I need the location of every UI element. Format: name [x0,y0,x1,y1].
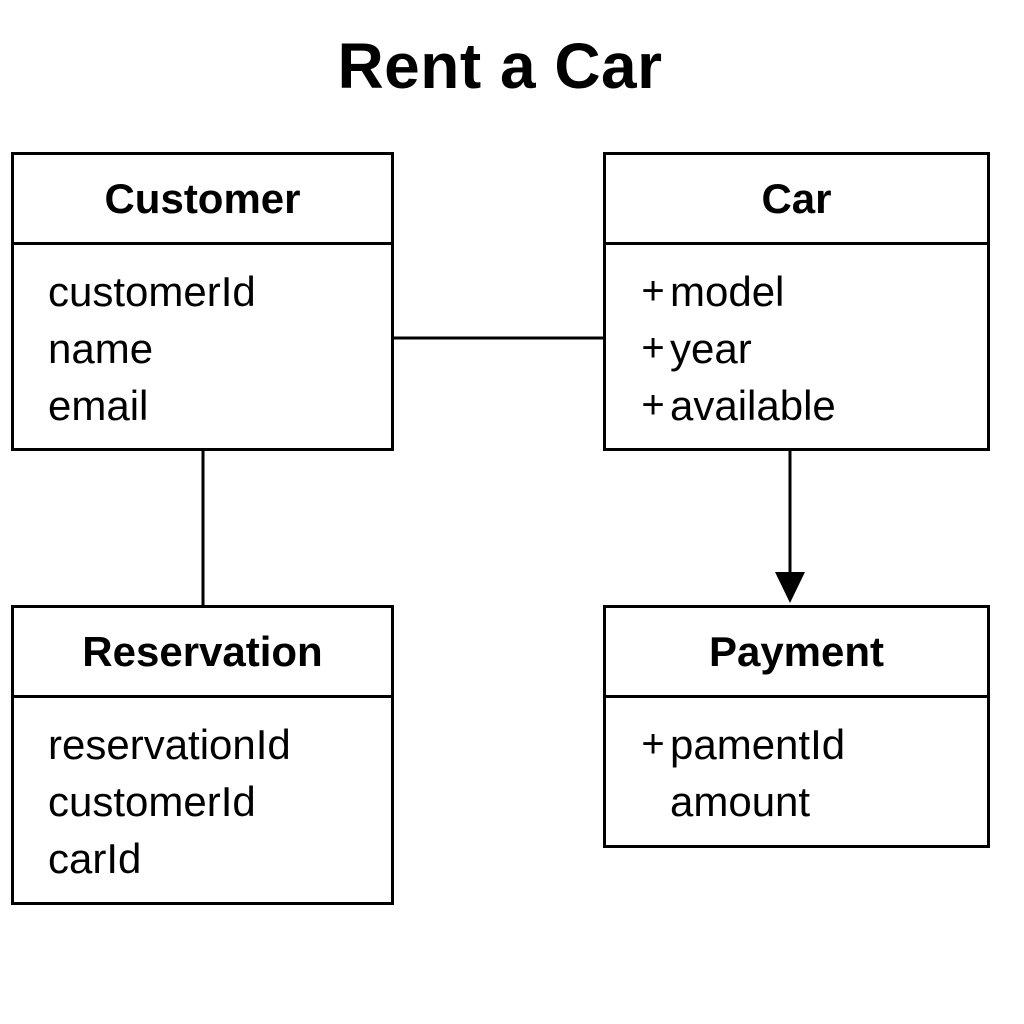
attribute-name: year [670,325,752,372]
visibility-marker: + [641,722,665,766]
attribute: customerId [48,268,256,315]
attribute: email [48,382,149,429]
attribute: + model [636,263,987,320]
attribute: customerId [48,778,256,825]
class-payment-attributes: + pamentId amount [606,698,987,830]
attribute-name: pamentId [670,721,846,768]
visibility-marker: + [641,269,665,313]
attribute: + pamentId [636,716,987,773]
attribute: + year [636,320,987,377]
attribute-name: model [670,268,785,315]
class-car-name: Car [606,155,987,245]
class-reservation-attributes: reservationId customerId carId [14,698,391,887]
class-reservation-name: Reservation [14,608,391,698]
class-customer: Customer customerId name email [11,152,394,451]
class-customer-attributes: customerId name email [14,245,391,434]
attribute: amount [636,773,987,830]
class-reservation: Reservation reservationId customerId car… [11,605,394,905]
attribute-name: available [670,382,836,429]
attribute: reservationId [48,721,291,768]
class-customer-name: Customer [14,155,391,245]
arrowhead-payment [775,572,805,603]
attribute: name [48,325,154,372]
class-car-attributes: + model + year + available [606,245,987,434]
attribute: + available [636,377,987,434]
visibility-marker: + [641,383,665,427]
class-car: Car + model + year + available [603,152,990,451]
attribute-name: amount [670,778,811,825]
class-payment: Payment + pamentId amount [603,605,990,848]
visibility-marker: + [641,326,665,370]
attribute: carId [48,835,142,882]
diagram-title: Rent a Car [337,30,663,102]
class-payment-name: Payment [606,608,987,698]
